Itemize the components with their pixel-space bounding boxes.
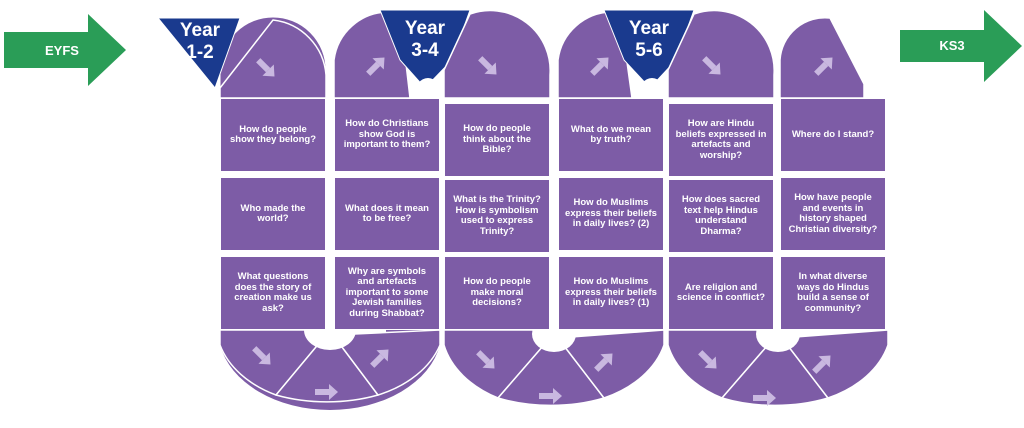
- topic-card: What does it mean to be free?: [334, 177, 440, 251]
- topic-card: What do we mean by truth?: [558, 98, 664, 172]
- top-end: [779, 16, 865, 99]
- topic-card: Are religion and science in conflict?: [668, 256, 774, 330]
- tile-arrows: [252, 56, 833, 406]
- year-badge-3-4: Year 3-4: [380, 18, 470, 62]
- year-badge-line1: Year: [179, 20, 221, 41]
- topic-card: What questions does the story of creatio…: [220, 256, 326, 330]
- topic-card: Why are symbols and artefacts important …: [334, 256, 440, 330]
- topic-card: How are Hindu beliefs expressed in artef…: [668, 103, 774, 177]
- top-arch-3: [557, 9, 775, 114]
- topic-card: How do people make moral decisions?: [444, 256, 550, 330]
- year-badge-line2: 5-6: [635, 40, 663, 61]
- topic-card: How do people show they belong?: [220, 98, 326, 172]
- year-badge-5-6: Year 5-6: [604, 18, 694, 62]
- topic-card: How do Christians show God is important …: [334, 98, 440, 172]
- year-badge-1-2: Year 1-2: [155, 20, 245, 64]
- topic-card: How do Muslims express their beliefs in …: [558, 256, 664, 330]
- topic-card: How do Muslims express their beliefs in …: [558, 177, 664, 251]
- year-badge-line2: 3-4: [411, 40, 439, 61]
- eyfs-arrow: [4, 14, 126, 86]
- top-arch-2: [333, 9, 551, 114]
- topic-card: How does sacred text help Hindus underst…: [668, 179, 774, 253]
- topic-card: Where do I stand?: [780, 98, 886, 172]
- topic-card: Who made the world?: [220, 177, 326, 251]
- year-badge-line2: 1-2: [186, 42, 214, 63]
- year-badge-line1: Year: [628, 18, 670, 39]
- topic-card: What is the Trinity? How is symbolism us…: [444, 179, 550, 253]
- top-arch-1: [156, 16, 327, 99]
- topic-card: How do people think about the Bible?: [444, 103, 550, 177]
- year-badge-line1: Year: [404, 18, 446, 39]
- topic-card: How have people and events in history sh…: [780, 177, 886, 251]
- eyfs-label: EYFS: [45, 43, 79, 58]
- ks3-label: KS3: [939, 38, 965, 53]
- ks3-arrow: [900, 10, 1022, 82]
- bottom-u-3: [667, 316, 889, 407]
- topic-card: In what diverse ways do Hindus build a s…: [780, 256, 886, 330]
